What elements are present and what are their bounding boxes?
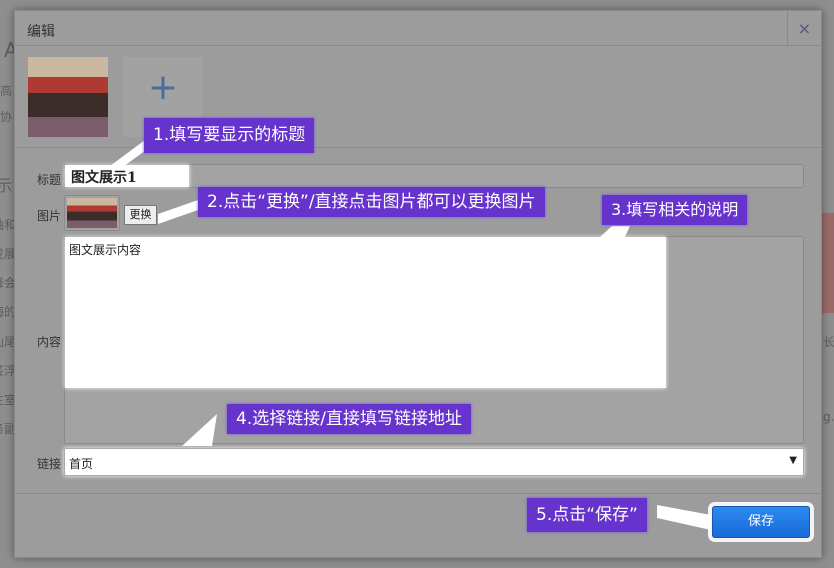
bg-text: 长 xyxy=(823,335,834,349)
bg-text: 袖和 xyxy=(0,218,17,232)
image-label: 图片 xyxy=(37,209,62,223)
title-input[interactable]: 图文展示1 xyxy=(65,165,189,187)
callout-3-pointer xyxy=(600,226,630,237)
dialog-header: 编辑 × xyxy=(15,11,821,46)
save-button[interactable]: 保存 xyxy=(712,506,810,538)
divider xyxy=(15,147,821,148)
bg-text: 主室 xyxy=(0,393,17,407)
bg-text: 高 xyxy=(0,84,13,98)
image-preview[interactable] xyxy=(67,198,117,228)
callout-2: 2.点击“更换”/直接点击图片都可以更换图片 xyxy=(198,187,545,217)
callout-1: 1.填写要显示的标题 xyxy=(144,118,315,153)
slide-thumbnail[interactable] xyxy=(28,57,108,137)
bg-text: 海的 xyxy=(0,305,17,319)
bg-banner xyxy=(822,213,834,313)
callout-4-pointer xyxy=(182,414,217,446)
close-icon[interactable]: × xyxy=(787,11,821,46)
link-select[interactable]: 首页 ▼ xyxy=(64,448,804,476)
bg-text: 协 xyxy=(0,110,13,124)
plus-icon: + xyxy=(147,67,179,108)
bg-text: 务副 xyxy=(0,422,17,436)
callout-5-pointer xyxy=(657,505,711,530)
callout-4: 4.选择链接/直接填写链接地址 xyxy=(227,404,471,434)
edit-dialog: 编辑 × + 标题 图文展示1 图片 更换 内容 图文展示内容 链接 首页 ▼ 保… xyxy=(14,10,822,558)
bg-text: 峰会 xyxy=(0,276,17,290)
change-image-button[interactable]: 更换 xyxy=(124,205,157,225)
bg-text: 仙尾 xyxy=(0,335,17,349)
content-textarea[interactable]: 图文展示内容 xyxy=(65,237,666,388)
bg-text: g. xyxy=(823,410,834,424)
content-label: 内容 xyxy=(37,335,62,349)
callout-3: 3.填写相关的说明 xyxy=(602,195,748,225)
link-label: 链接 xyxy=(37,457,62,471)
divider xyxy=(15,493,821,494)
callout-5: 5.点击“保存” xyxy=(527,498,647,532)
bg-text: 芸浮 xyxy=(0,364,17,378)
link-value: 首页 xyxy=(69,457,94,471)
dropdown-arrow-icon: ▼ xyxy=(789,455,797,466)
callout-2-pointer xyxy=(158,200,198,224)
bg-text: 示 xyxy=(0,176,13,195)
dialog-title: 编辑 xyxy=(27,24,55,40)
bg-text: 发展 xyxy=(0,247,17,261)
title-label: 标题 xyxy=(37,173,62,187)
